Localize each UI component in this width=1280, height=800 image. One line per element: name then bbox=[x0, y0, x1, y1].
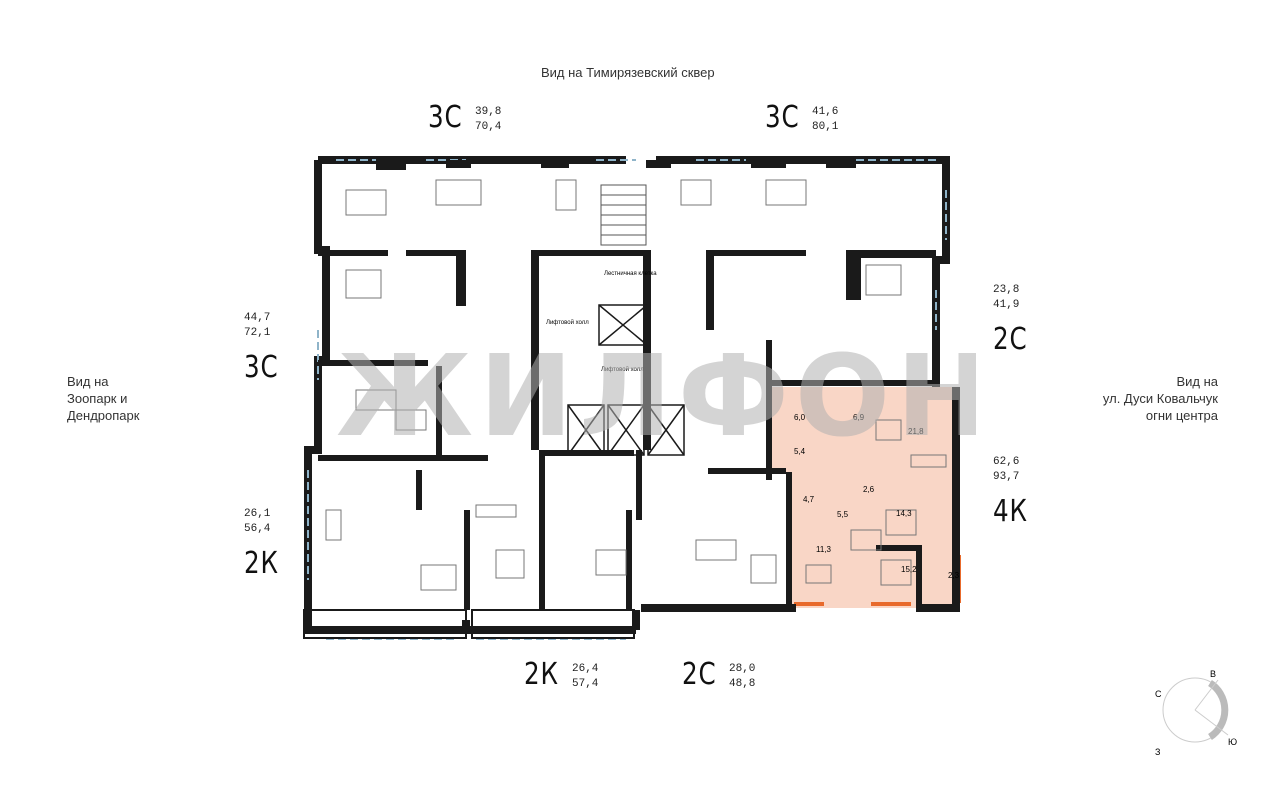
apartment-code: 3С bbox=[428, 100, 463, 135]
apartment-total-area: 72,1 bbox=[244, 327, 271, 339]
internal-walls bbox=[318, 160, 940, 610]
lift-hall-label-lower: Лифтовой холл bbox=[601, 366, 644, 373]
room-area: 5,5 bbox=[837, 510, 849, 519]
room-area: 11,3 bbox=[816, 545, 832, 554]
apartment-total-area: 56,4 bbox=[244, 523, 271, 535]
compass-east: В bbox=[1210, 669, 1216, 679]
apartment-total-area: 48,8 bbox=[729, 678, 756, 690]
apartment-total-area: 41,9 bbox=[993, 299, 1020, 311]
compass-west: З bbox=[1155, 747, 1160, 755]
stairs bbox=[600, 184, 647, 246]
apartment-living-area: 62,6 bbox=[993, 456, 1020, 468]
windows bbox=[307, 159, 947, 640]
compass-south: Ю bbox=[1228, 737, 1237, 747]
floor-plan: Лестничная клетка Лифтовой холл Лифтовой… bbox=[303, 156, 976, 640]
apartment-code: 2С bbox=[993, 322, 1028, 357]
room-area: 6,9 bbox=[853, 413, 865, 422]
apartment-total-area: 57,4 bbox=[572, 678, 599, 690]
apartment-living-area: 41,6 bbox=[812, 106, 839, 118]
apartment-total-area: 93,7 bbox=[993, 471, 1020, 483]
apartment-code: 3С bbox=[765, 100, 800, 135]
apartment-living-area: 39,8 bbox=[475, 106, 502, 118]
watermark: ЖИЛФОНД bbox=[336, 332, 976, 462]
compass-rose: С В Ю З bbox=[1155, 669, 1237, 755]
room-area: 2,6 bbox=[863, 485, 875, 494]
balcony-south bbox=[471, 609, 635, 639]
apartment-code: 2К bbox=[524, 657, 559, 692]
furniture bbox=[325, 179, 947, 591]
apartment-total-area: 80,1 bbox=[812, 121, 839, 133]
room-area: 21,8 bbox=[908, 427, 924, 436]
room-area: 14,3 bbox=[896, 509, 912, 518]
compass-north: С bbox=[1155, 689, 1162, 699]
room-area: 15,2 bbox=[901, 565, 917, 574]
apartment-living-area: 26,1 bbox=[244, 508, 271, 520]
room-area: 5,4 bbox=[794, 447, 806, 456]
apartment-code: 2С bbox=[682, 657, 717, 692]
lift-hall-label-upper: Лифтовой холл bbox=[546, 319, 589, 326]
apartment-total-area: 70,4 bbox=[475, 121, 502, 133]
room-area-labels: 6,0 6,9 21,8 5,4 4,7 2,6 5,5 14,3 11,3 1… bbox=[794, 413, 960, 580]
view-left-label: Вид на Зоопарк и Дендропарк bbox=[67, 374, 140, 423]
room-area: 4,7 bbox=[803, 495, 815, 504]
apartment-living-area: 44,7 bbox=[244, 312, 271, 324]
balcony-south-west bbox=[303, 609, 467, 639]
room-area: 6,0 bbox=[794, 413, 806, 422]
apartment-code: 4К bbox=[993, 494, 1028, 529]
view-right-label: Вид на ул. Дуси Ковальчук огни центра bbox=[1102, 374, 1218, 423]
view-top-label: Вид на Тимирязевский сквер bbox=[541, 65, 715, 80]
apartment-living-area: 23,8 bbox=[993, 284, 1020, 296]
apartment-living-area: 28,0 bbox=[729, 663, 756, 675]
stairwell-label: Лестничная клетка bbox=[604, 271, 657, 277]
apartment-code: 3С bbox=[244, 350, 279, 385]
apartment-code: 2К bbox=[244, 546, 279, 581]
elevator-shafts bbox=[567, 304, 685, 456]
apartment-living-area: 26,4 bbox=[572, 663, 599, 675]
room-area: 2,3 bbox=[948, 571, 960, 580]
